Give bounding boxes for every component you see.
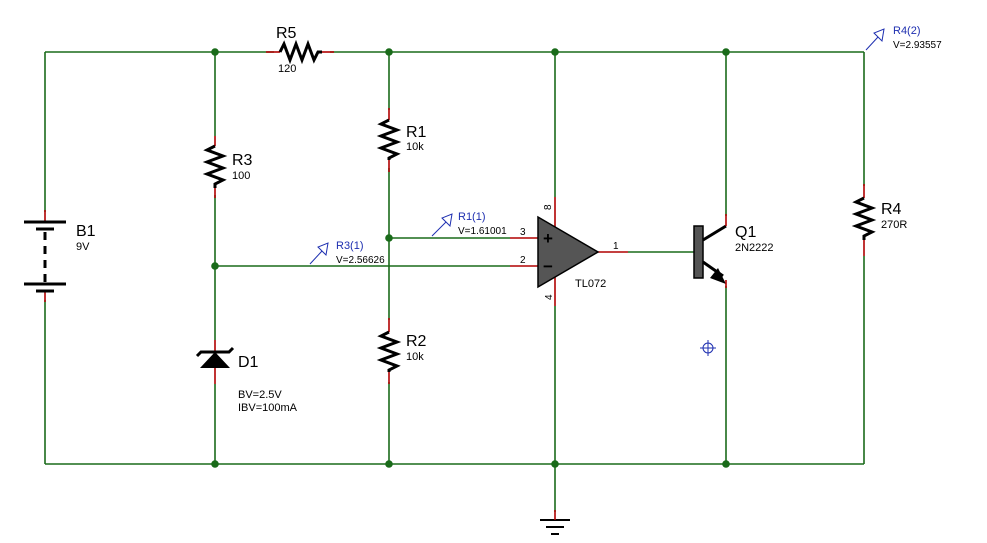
r3-value-label: 100 <box>232 170 250 182</box>
r5-ref-label: R5 <box>276 25 297 42</box>
junction-node <box>551 48 559 56</box>
r2-value-label: 10k <box>406 351 424 363</box>
r4-ref-label: R4 <box>881 201 902 218</box>
probe-r4[interactable]: R4(2) V=2.93557 <box>865 25 942 51</box>
opamp-minus-sign: − <box>543 257 553 276</box>
r1-ref-label: R1 <box>406 124 427 141</box>
resistor-r5[interactable]: R5 120 <box>266 25 334 75</box>
r5-value-label: 120 <box>278 63 296 75</box>
probe-r4-value: V=2.93557 <box>893 40 942 51</box>
opamp-pin-8: 8 <box>543 204 554 210</box>
probe-r3-label: R3(1) <box>336 240 364 252</box>
opamp-plus-sign: + <box>543 229 553 248</box>
resistor-r3[interactable]: R3 100 <box>202 136 253 198</box>
wires <box>44 51 865 512</box>
junction-node <box>211 262 219 270</box>
junction-node <box>385 234 393 242</box>
probe-r4-label: R4(2) <box>893 25 921 37</box>
q1-value-label: 2N2222 <box>735 242 774 254</box>
resistor-r4[interactable]: R4 270R <box>851 184 907 256</box>
opamp-pin-4: 4 <box>544 294 555 300</box>
probe-r3[interactable]: R3(1) V=2.56626 <box>309 240 385 266</box>
probe-r1-value: V=1.61001 <box>458 226 507 237</box>
battery-b1[interactable]: B1 9V <box>24 210 96 302</box>
opamp-pin-3: 3 <box>520 227 526 238</box>
b1-value-label: 9V <box>76 241 90 253</box>
d1-ibv-label: IBV=100mA <box>238 402 298 414</box>
junction-node <box>211 460 219 468</box>
junction-node <box>385 460 393 468</box>
opamp-part-label: TL072 <box>575 278 606 290</box>
transistor-q1[interactable]: Q1 2N2222 <box>693 214 774 288</box>
junction-node <box>722 48 730 56</box>
junction-node <box>722 460 730 468</box>
r4-value-label: 270R <box>881 219 907 231</box>
probe-r1[interactable]: R1(1) V=1.61001 <box>431 211 507 237</box>
resistor-r2[interactable]: R2 10k <box>376 318 427 384</box>
probe-r1-label: R1(1) <box>458 211 486 223</box>
junction-node <box>211 48 219 56</box>
junction-nodes <box>211 48 730 468</box>
r3-ref-label: R3 <box>232 152 253 169</box>
r2-ref-label: R2 <box>406 333 427 350</box>
d1-bv-label: BV=2.5V <box>238 389 282 401</box>
junction-node <box>551 460 559 468</box>
r1-value-label: 10k <box>406 141 424 153</box>
resistor-r1[interactable]: R1 10k <box>376 108 427 172</box>
junction-node <box>385 48 393 56</box>
d1-ref-label: D1 <box>238 354 259 371</box>
zener-diode-d1[interactable]: D1 BV=2.5V IBV=100mA <box>195 340 298 414</box>
opamp-tl072[interactable]: + − 3 2 1 8 4 TL072 <box>510 197 628 306</box>
opamp-pin-2: 2 <box>520 255 526 266</box>
ground-symbol <box>540 510 570 535</box>
b1-ref-label: B1 <box>76 223 96 240</box>
opamp-pin-1: 1 <box>613 241 619 252</box>
probe-r3-value: V=2.56626 <box>336 255 385 266</box>
q1-ref-label: Q1 <box>735 224 756 241</box>
crosshair-cursor-icon <box>700 340 716 356</box>
